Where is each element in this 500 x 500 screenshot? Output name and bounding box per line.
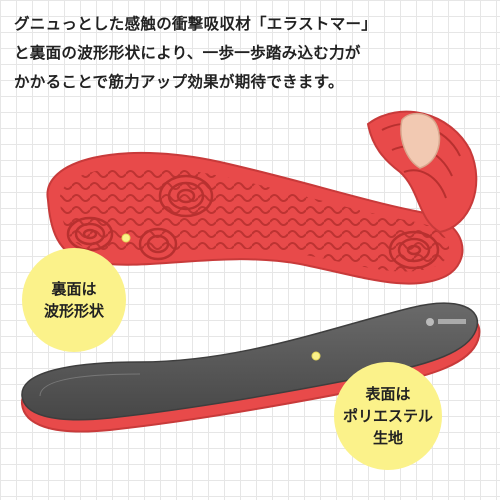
callout-back-side: 裏面は 波形形状	[22, 248, 126, 352]
callout-back-line-2: 波形形状	[43, 302, 104, 320]
insole-bent-demo	[366, 110, 478, 234]
callout-front-line-1: 表面は	[365, 385, 411, 403]
pointer-dot-back	[121, 233, 131, 243]
hand-shape	[400, 112, 441, 169]
insole-top-side	[20, 302, 481, 433]
callout-top-side: 表面は ポリエステル 生地	[334, 362, 442, 470]
headline-text: グニュっとした感触の衝撃吸収材「エラストマー」 と裏面の波形形状により、一歩一歩…	[14, 10, 486, 97]
headline-line-2: と裏面の波形形状により、一歩一歩踏み込む力が	[14, 44, 361, 62]
callout-front-line-3: 生地	[372, 429, 403, 447]
headline-line-1: グニュっとした感触の衝撃吸収材「エラストマー」	[14, 15, 378, 33]
brand-logo-mark	[438, 319, 466, 324]
headline-line-3: かかることで筋力アップ効果が期待できます。	[14, 73, 344, 91]
heel-circle-pattern	[66, 174, 440, 270]
callout-front-line-2: ポリエステル	[342, 407, 433, 425]
brand-logo-icon	[426, 318, 434, 326]
insole-back-side	[46, 152, 464, 285]
callout-back-line-1: 裏面は	[51, 280, 97, 298]
pointer-dot-front	[311, 351, 321, 361]
